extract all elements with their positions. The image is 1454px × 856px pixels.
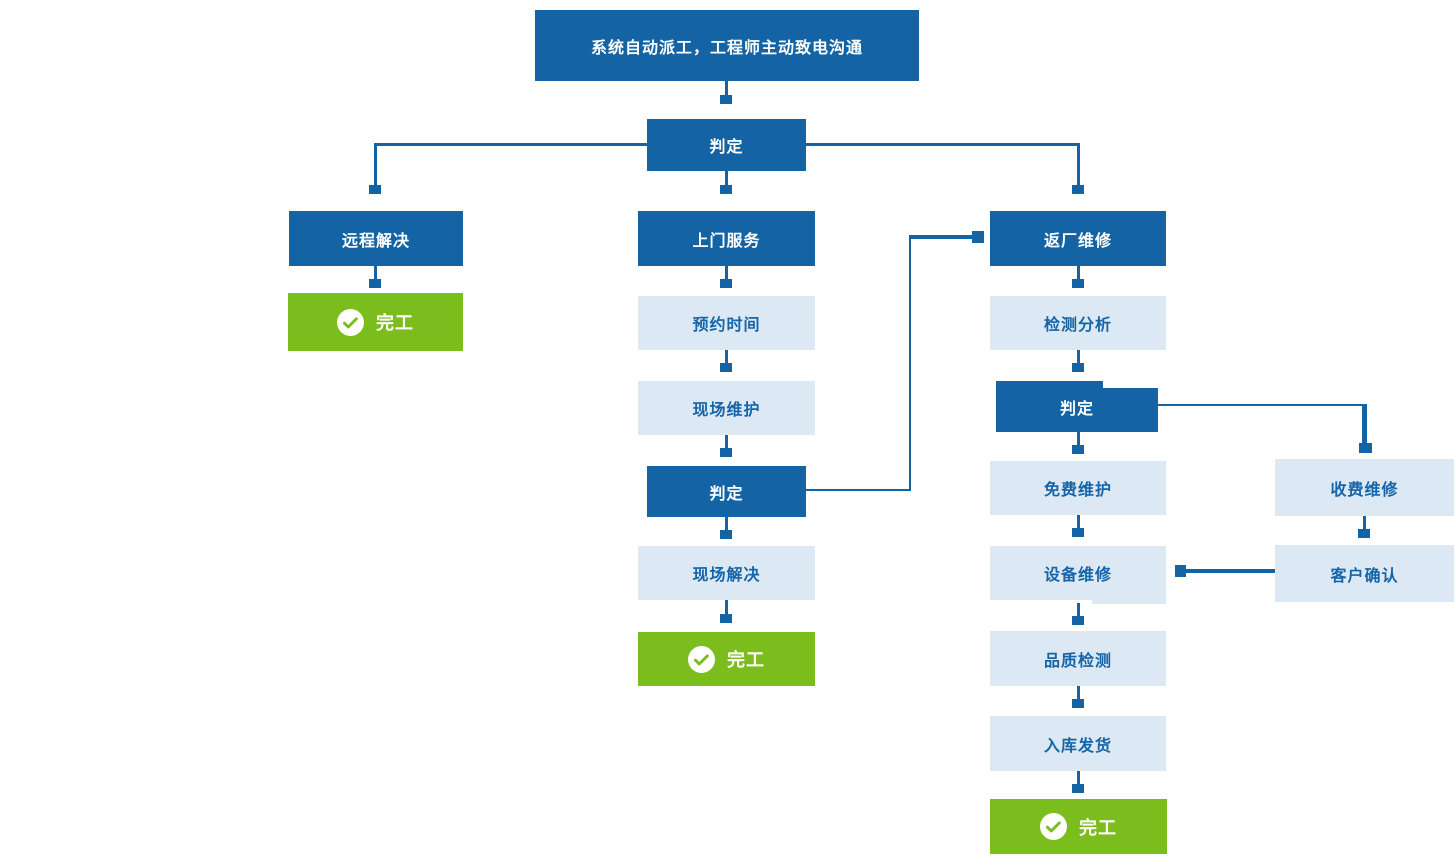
connector-line	[1077, 603, 1080, 616]
connector-line	[725, 81, 728, 95]
connector-line	[374, 266, 377, 279]
arrow-cap-down	[720, 614, 732, 623]
connector-line	[725, 350, 728, 363]
arrow-cap-down	[720, 448, 732, 457]
arrow-cap-down	[720, 185, 732, 194]
connector-line	[1077, 432, 1080, 445]
node-onsite-service-label: 上门服务	[692, 232, 761, 250]
node-dispatch-label: 系统自动派工，工程师主动致电沟通	[590, 39, 863, 57]
arrow-cap-down	[720, 95, 732, 104]
node-shipping-label: 入库发货	[1043, 737, 1112, 755]
connector-line	[725, 266, 728, 279]
arrow-cap-down	[369, 185, 381, 194]
arrow-cap-down	[1072, 616, 1084, 625]
node-free-repair: 免费维护	[990, 461, 1166, 515]
node-judge-3-label: 判定	[1059, 400, 1094, 418]
arrow-cap-down	[1072, 699, 1084, 708]
arrow-cap-down	[1072, 185, 1084, 194]
node-factory-repair-label: 返厂维修	[1043, 232, 1112, 250]
node-onsite-done: 完工	[638, 632, 815, 686]
connector-line	[725, 171, 728, 185]
arrow-cap-down	[1358, 529, 1370, 538]
node-judge-2: 判定	[647, 466, 806, 517]
connector-line	[1077, 686, 1080, 699]
connector-line	[1077, 515, 1080, 528]
node-factory-done: 完工	[990, 799, 1167, 854]
node-analysis-label: 检测分析	[1043, 317, 1112, 334]
node-equipment-repair: 设备维修	[990, 546, 1166, 604]
node-appointment: 预约时间	[638, 296, 815, 350]
node-customer-confirm-label: 客户确认	[1330, 567, 1399, 585]
node-quality-check: 品质检测	[990, 631, 1166, 686]
arrow-cap-down	[1072, 784, 1084, 793]
node-analysis: 检测分析	[990, 296, 1166, 350]
node-factory-repair: 返厂维修	[990, 211, 1166, 266]
node-onsite-solve: 现场解决	[638, 546, 815, 600]
arrow-cap-right	[972, 231, 984, 243]
node-onsite-service: 上门服务	[638, 211, 815, 266]
branch-rail-left	[375, 143, 647, 146]
arrow-cap-left	[1175, 565, 1186, 577]
node-free-repair-label: 免费维护	[1043, 482, 1112, 499]
node-equipment-repair-label: 设备维修	[1043, 567, 1112, 584]
node-onsite-done-label: 完工	[727, 650, 765, 670]
node-onsite-solve-label: 现场解决	[692, 567, 761, 584]
connector-line	[725, 517, 728, 530]
node-remote-done-label: 完工	[376, 313, 414, 333]
arrow-cap-down	[1072, 445, 1084, 454]
node-field-maintenance-label: 现场维护	[692, 402, 761, 419]
arrow-cap-down	[720, 363, 732, 372]
node-judge-1-label: 判定	[709, 139, 744, 156]
node-quality-check-label: 品质检测	[1043, 652, 1112, 670]
connector-line	[725, 600, 728, 614]
connector-line	[725, 435, 728, 448]
check-circle-icon	[1040, 813, 1067, 840]
node-customer-confirm: 客户确认	[1275, 545, 1454, 602]
node-remote-done: 完工	[288, 293, 463, 351]
node-dispatch: 系统自动派工，工程师主动致电沟通	[535, 10, 919, 81]
arrow-cap-down	[1072, 528, 1084, 537]
node-field-maintenance: 现场维护	[638, 381, 815, 435]
node-judge-1: 判定	[647, 119, 806, 171]
arrow-cap-down	[369, 279, 381, 288]
node-judge-3: 判定	[996, 381, 1158, 432]
connector-line	[374, 143, 377, 185]
connector-line	[1362, 404, 1367, 443]
connector-line	[806, 489, 910, 491]
connector-line	[1077, 771, 1080, 784]
check-circle-icon	[688, 645, 715, 673]
branch-rail-right	[806, 143, 1078, 146]
connector-line	[1363, 516, 1366, 529]
connector-line	[909, 236, 911, 491]
connector-line	[1158, 404, 1366, 406]
node-appointment-label: 预约时间	[692, 317, 761, 334]
node-paid-repair-label: 收费维修	[1330, 481, 1399, 499]
arrow-cap-down	[1072, 279, 1084, 288]
node-remote-solve: 远程解决	[289, 211, 463, 266]
connector-line	[1077, 266, 1080, 279]
node-shipping: 入库发货	[990, 716, 1166, 771]
arrow-cap-down	[1072, 363, 1084, 372]
node-judge-2-label: 判定	[709, 485, 744, 503]
connector-line	[909, 235, 972, 239]
node-paid-repair: 收费维修	[1275, 459, 1454, 516]
connector-line	[1077, 350, 1080, 363]
arrow-cap-down	[720, 279, 732, 288]
arrow-cap-down	[1359, 443, 1372, 453]
node-remote-solve-label: 远程解决	[341, 232, 410, 250]
node-factory-done-label: 完工	[1079, 817, 1117, 838]
check-circle-icon	[337, 308, 364, 336]
arrow-cap-down	[720, 530, 732, 539]
connector-line	[1186, 569, 1275, 573]
connector-line	[1077, 143, 1080, 185]
